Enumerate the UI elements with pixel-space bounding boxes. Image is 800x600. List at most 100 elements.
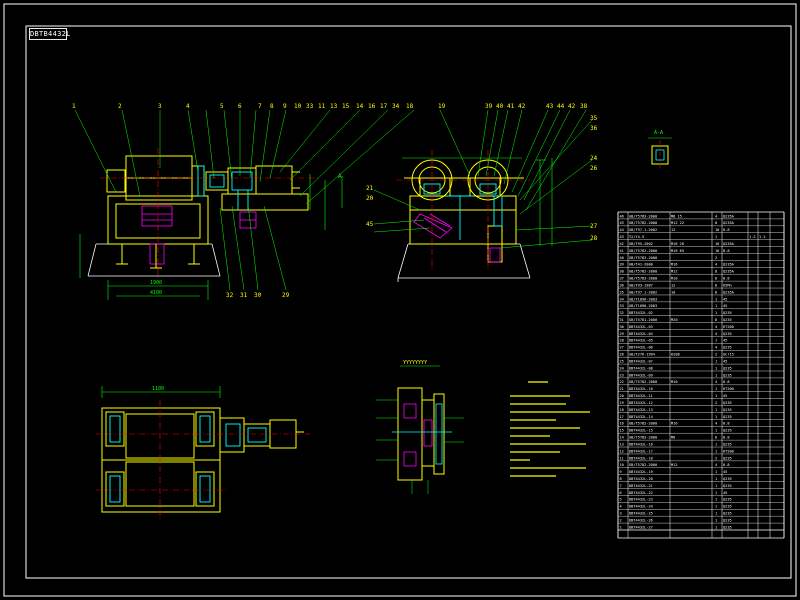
callout: 14 [356, 103, 364, 110]
parts-row-code: GB/T5782-2000 [629, 221, 657, 225]
parts-row-qty: 16 [715, 249, 719, 253]
parts-row-material: HT200 [723, 325, 734, 329]
side-view: 19 39 40 41 42 43 44 42 38 21 20 45 35 3… [366, 103, 598, 282]
parts-row-material: Q235 [723, 332, 732, 336]
front-dimensions [79, 174, 343, 300]
parts-row-code: GB/T5782-2000 [629, 249, 657, 253]
callout: 29 [282, 292, 290, 299]
parts-row-weight-total: 1.2 [759, 235, 766, 239]
callout: 40 [496, 103, 504, 110]
parts-row-no: 15 [620, 429, 624, 433]
callout: 9 [283, 103, 287, 110]
technical-notes [510, 381, 590, 477]
parts-row-code: GB/T95-2002 [629, 242, 653, 246]
parts-row-qty: 8 [715, 277, 717, 281]
side-leaders [373, 109, 593, 249]
callout: 26 [590, 165, 598, 172]
parts-row-code: DBT4432L-20 [629, 477, 653, 481]
parts-row-name: M10 [671, 380, 678, 384]
parts-row-name: M12 22 [671, 221, 684, 225]
parts-row-no: 5 [620, 498, 622, 502]
front-center-lines [100, 148, 320, 280]
callout: 44 [557, 103, 565, 110]
parts-row-qty: 1 [715, 415, 717, 419]
parts-row-material: Q235 [723, 318, 732, 322]
parts-row-qty: 1 [715, 505, 717, 509]
parts-row-code: DBT4432L-21 [629, 484, 653, 488]
parts-row-code: GB/T5783-2000 [629, 277, 657, 281]
parts-row-code: DBT4432L-17 [629, 449, 653, 453]
parts-row-material: 45 [723, 491, 727, 495]
parts-row-no: 27 [620, 346, 624, 350]
parts-row-no: 25 [620, 359, 624, 363]
parts-row-material: 8.8 [723, 277, 730, 281]
callout: 15 [342, 103, 350, 110]
parts-row-no: 3 [620, 512, 622, 516]
parts-row-code: GB/T5782-2000 [629, 270, 657, 274]
parts-row-no: 7 [620, 484, 622, 488]
parts-row-no: 18 [620, 408, 624, 412]
parts-row-qty: 1 [715, 311, 717, 315]
parts-row-name: M12 [671, 463, 678, 467]
parts-row-material: Q235 [723, 505, 732, 509]
parts-row-material: 8.8 [723, 436, 730, 440]
parts-row-no: 24 [620, 366, 624, 370]
parts-row-name: M16 20 [671, 242, 684, 246]
parts-row-qty: 1 [715, 387, 717, 391]
callout: 16 [368, 103, 376, 110]
parts-row-code: GB/T97.1-2002 [629, 228, 657, 232]
parts-row-name: 6208 [671, 353, 680, 357]
parts-row-material: Q235 [723, 429, 732, 433]
parts-row-qty: 1 [715, 235, 717, 239]
parts-row-code: DBT4432L-18 [629, 456, 653, 460]
parts-row-no: 42 [620, 242, 624, 246]
callout: 42 [568, 103, 576, 110]
section-mark-a: A [338, 173, 342, 180]
parts-row-material: Q235A [723, 214, 735, 218]
parts-row-code: GB/T5782-2000 [629, 463, 657, 467]
parts-row-qty: 1 [715, 477, 717, 481]
bearing-detail-view: YYYYYYYY [376, 360, 464, 494]
parts-row-material: Q235A [723, 290, 735, 294]
parts-row-qty: 6 [715, 436, 717, 440]
parts-row-material: HT200 [723, 387, 734, 391]
parts-row-material: 65Mn [723, 283, 732, 287]
callout: 10 [294, 103, 302, 110]
parts-row-code: DBT4432L-14 [629, 415, 653, 419]
front-anchor-bolts [116, 244, 200, 269]
front-foundation [87, 243, 221, 277]
side-callouts-right: 35 36 24 26 27 28 [590, 115, 598, 242]
parts-row-material: Q235 [723, 477, 732, 481]
parts-row-code: DBT4432L-25 [629, 512, 653, 516]
callout: 18 [406, 103, 414, 110]
parts-row-no: 36 [620, 283, 624, 287]
parts-row-qty: 1 [715, 484, 717, 488]
callout: 38 [580, 103, 588, 110]
parts-row-no: 20 [620, 394, 624, 398]
parts-row-no: 9 [620, 470, 622, 474]
parts-row-no: 32 [620, 311, 624, 315]
parts-row-material: 45 [723, 304, 727, 308]
parts-row-qty: 4 [715, 346, 717, 350]
callout: 8 [270, 103, 274, 110]
parts-row-code: GB/T276-1994 [629, 353, 655, 357]
parts-row-qty: 1 [715, 429, 717, 433]
parts-row-qty: 4 [715, 325, 717, 329]
parts-row-no: 30 [620, 325, 624, 329]
parts-row-no: 31 [620, 318, 624, 322]
callout: 20 [366, 195, 374, 202]
parts-row-qty: 8 [715, 270, 717, 274]
plan-drive [219, 417, 304, 453]
parts-row-no: 8 [620, 477, 622, 481]
parts-row-name: M12 [671, 270, 678, 274]
callout: 34 [392, 103, 400, 110]
parts-row-qty: 1 [715, 304, 717, 308]
callout: 43 [546, 103, 554, 110]
plan-center-lines [96, 400, 310, 520]
parts-row-code: GB/T5782-2000 [629, 422, 657, 426]
parts-row-material: 8.8 [723, 228, 730, 232]
parts-row-code: DBT4432L-19 [629, 470, 653, 474]
parts-row-code: DBT4432L-04 [629, 332, 653, 336]
parts-row-material: Q235 [723, 373, 732, 377]
